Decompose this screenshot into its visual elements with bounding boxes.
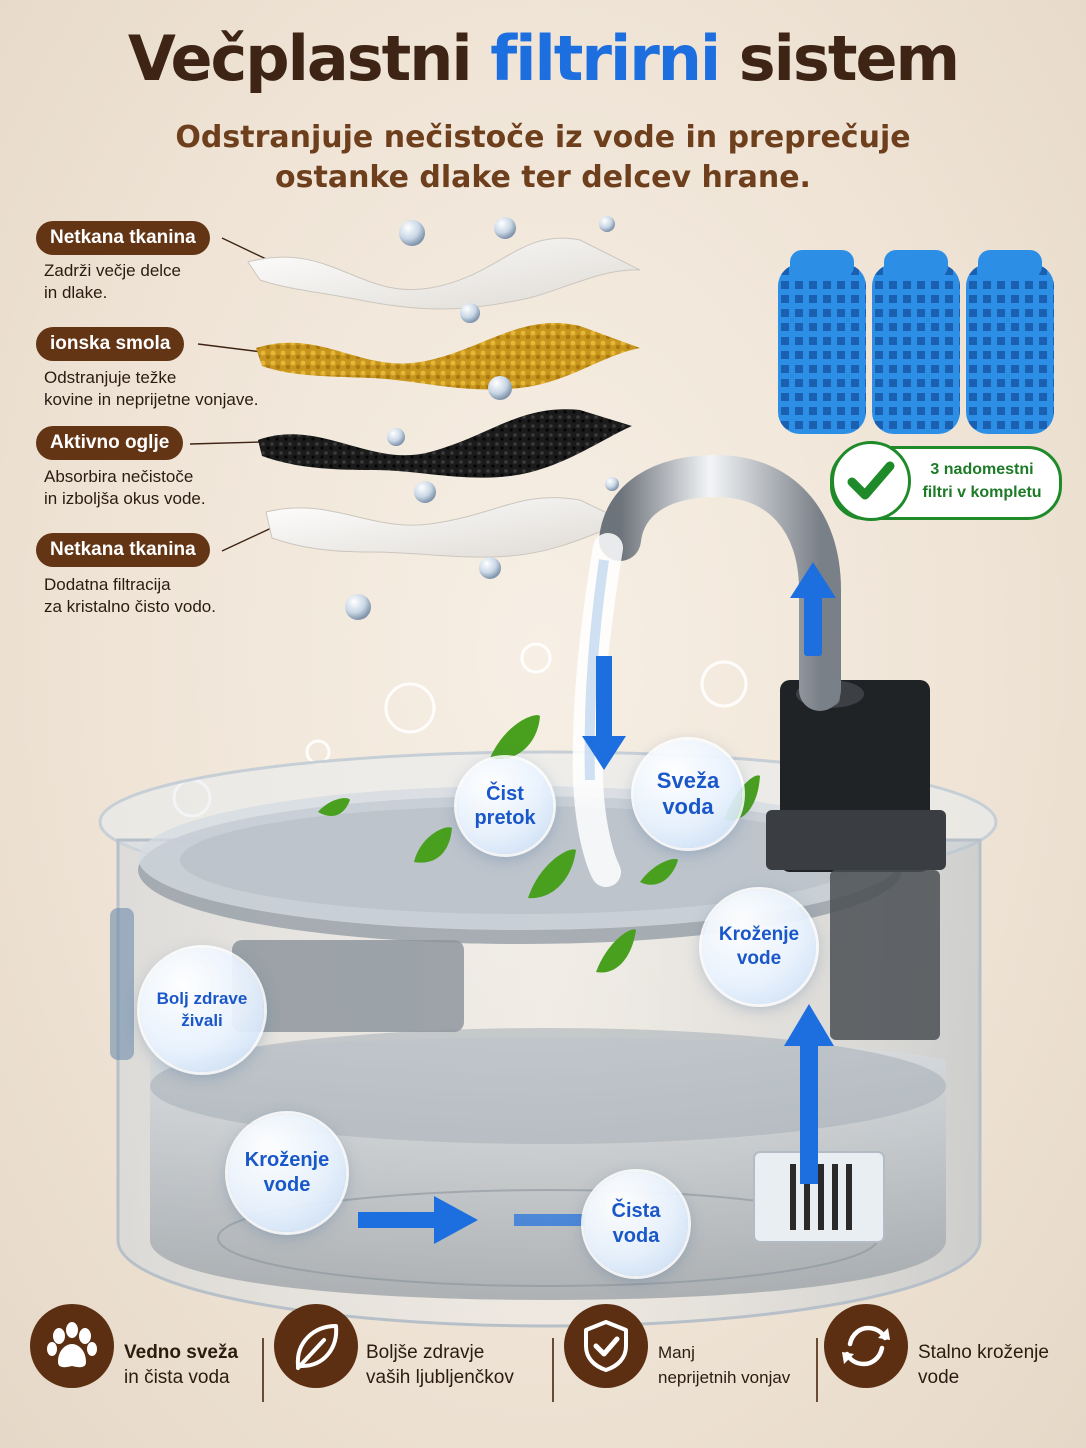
layer-desc-line: Dodatna filtracija xyxy=(44,575,171,594)
bubble-line: voda xyxy=(662,794,714,819)
feature-line-1: Manj xyxy=(658,1343,695,1362)
bubble-line: Bolj zdrave xyxy=(156,989,248,1008)
layer-desc-line: za kristalno čisto vodo. xyxy=(44,597,216,616)
feature-divider xyxy=(262,1338,264,1402)
feature-line-2: in čista voda xyxy=(124,1367,230,1388)
bubble-line: Kroženje xyxy=(718,924,800,945)
replacement-filters-badge: 3 nadomestni filtri v kompletu xyxy=(830,441,1062,521)
bubble-line: voda xyxy=(612,1225,660,1247)
bubble-circulation-right: Kroženje vode xyxy=(702,890,816,1004)
badge-text: 3 nadomestni filtri v kompletu xyxy=(911,458,1053,504)
feature-circulation: Stalno kroženje vode xyxy=(918,1340,1049,1390)
feature-line-2: vaših ljubljenčkov xyxy=(366,1367,514,1388)
bubble-circulation-left: Kroženje vode xyxy=(228,1114,346,1232)
page-title: Večplastni filtrirni sistem xyxy=(0,22,1086,95)
subtitle-line-2: ostanke dlake ter delcev hrane. xyxy=(275,160,811,195)
layer-desc-line: in dlake. xyxy=(44,283,108,302)
shield-check-icon xyxy=(564,1304,648,1388)
bubble-line: živali xyxy=(181,1011,223,1030)
check-icon xyxy=(831,441,911,521)
layer-desc-line: kovine in neprijetne vonjave. xyxy=(44,390,259,409)
layer-tag-nonwoven-top: Netkana tkanina xyxy=(36,221,210,255)
layer-desc-nonwoven-bottom: Dodatna filtracija za kristalno čisto vod… xyxy=(44,574,274,618)
layer-tag-ion-resin: ionska smola xyxy=(36,327,185,361)
layer-desc-nonwoven-top: Zadrži večje delce in dlake. xyxy=(44,260,274,304)
layer-desc-line: Odstranjuje težke xyxy=(44,368,177,387)
layer-tag-activated-carbon: Aktivno oglje xyxy=(36,426,184,460)
feature-line-2: vode xyxy=(918,1367,960,1388)
feature-pet-health: Boljše zdravje vaših ljubljenčkov xyxy=(366,1340,514,1390)
page-subtitle: Odstranjuje nečistoče iz vode in prepreč… xyxy=(0,118,1086,198)
feature-divider xyxy=(816,1338,818,1402)
bubble-clean-water: Čista voda xyxy=(584,1172,688,1276)
bubble-line: vode xyxy=(736,948,782,969)
layer-desc-ion-resin: Odstranjuje težke kovine in neprijetne vo… xyxy=(44,367,304,411)
title-part-2: sistem xyxy=(738,22,960,95)
bubble-line: Kroženje xyxy=(244,1149,330,1171)
feature-line-2: neprijetnih vonjav xyxy=(658,1368,791,1387)
badge-line-1: 3 nadomestni xyxy=(930,461,1034,478)
feature-line-1: Vedno sveža xyxy=(124,1342,239,1363)
layer-desc-line: Absorbira nečistoče xyxy=(44,467,194,486)
subtitle-line-1: Odstranjuje nečistoče iz vode in prepreč… xyxy=(175,120,911,155)
feature-divider xyxy=(552,1338,554,1402)
bubble-line: vode xyxy=(263,1174,311,1196)
feature-fresh-water: Vedno sveža in čista voda xyxy=(124,1340,238,1390)
bubble-line: pretok xyxy=(474,807,536,829)
refresh-icon xyxy=(824,1304,908,1388)
feature-line-1: Stalno kroženje xyxy=(918,1342,1049,1363)
layer-tag-nonwoven-bottom: Netkana tkanina xyxy=(36,533,210,567)
layer-desc-activated-carbon: Absorbira nečistoče in izboljša okus vode… xyxy=(44,466,274,510)
title-part-1: Večplastni xyxy=(127,22,473,95)
paw-icon xyxy=(30,1304,114,1388)
bubble-line: Čist xyxy=(486,783,524,805)
feature-less-odors: Manj neprijetnih vonjav xyxy=(658,1340,790,1390)
feature-line-1: Boljše zdravje xyxy=(366,1342,485,1363)
bubble-healthier-pets: Bolj zdrave živali xyxy=(140,948,264,1072)
title-accent: filtrirni xyxy=(490,22,721,95)
leaf-icon xyxy=(274,1304,358,1388)
bubble-line: Sveža xyxy=(656,768,720,793)
replacement-filter-set xyxy=(778,250,1054,434)
badge-line-2: filtri v kompletu xyxy=(922,484,1042,501)
bubble-line: Čista xyxy=(611,1200,661,1222)
layer-desc-line: Zadrži večje delce xyxy=(44,261,182,280)
layer-desc-line: in izboljša okus vode. xyxy=(44,489,206,508)
